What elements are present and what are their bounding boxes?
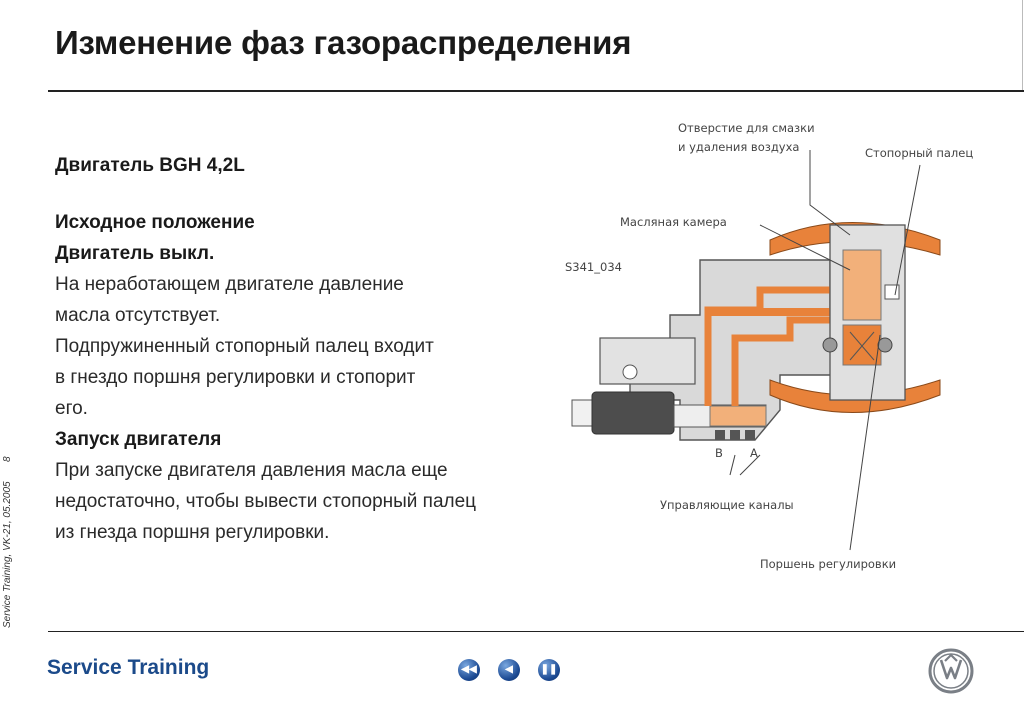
back-icon: ◀ <box>505 664 513 675</box>
text-line: При запуске двигателя давления масла еще <box>55 460 448 481</box>
label-lock-pin: Стопорный палец <box>865 146 974 160</box>
diagram-drawing <box>571 150 941 551</box>
title-divider <box>48 90 1024 92</box>
rewind-icon: ◀◀ <box>461 664 477 675</box>
first-button[interactable]: ◀◀ <box>458 659 480 681</box>
text-line: Подпружиненный стопорный палец входит <box>55 336 434 357</box>
pause-icon: ❚❚ <box>540 664 558 675</box>
footer-divider <box>48 631 1024 632</box>
header-edge <box>1022 0 1023 90</box>
text-line: из гнезда поршня регулировки. <box>55 522 330 543</box>
camshaft-adjuster-diagram: Отверстие для смазки и удаления воздуха … <box>560 110 990 590</box>
prev-button[interactable]: ◀ <box>498 659 520 681</box>
label-oil-chamber: Масляная камера <box>620 215 727 229</box>
label-piston: Поршень регулировки <box>760 557 897 571</box>
label-channel-a: A <box>750 446 758 460</box>
diagram-code: S341_034 <box>565 260 622 274</box>
pause-button[interactable]: ❚❚ <box>538 659 560 681</box>
label-control-channels: Управляющие каналы <box>660 498 794 512</box>
text-line: недостаточно, чтобы вывести стопорный па… <box>55 491 477 512</box>
text-line: Запуск двигателя <box>55 429 222 450</box>
text-line: Двигатель выкл. <box>55 243 215 264</box>
text-line: На неработающем двигателе давление <box>55 274 404 295</box>
footer-brand: Service Training <box>47 656 210 679</box>
text-line: в гнездо поршня регулировки и стопорит <box>55 367 416 388</box>
content-text: Двигатель BGH 4,2L Исходное положение Дв… <box>55 155 565 548</box>
text-line: его. <box>55 398 88 419</box>
vw-logo <box>928 648 974 694</box>
text-line: масла отсутствует. <box>55 305 221 326</box>
label-channel-b: B <box>715 446 723 460</box>
label-oil-hole-2: и удаления воздуха <box>678 140 800 154</box>
engine-heading: Двигатель BGH 4,2L <box>55 155 245 176</box>
label-oil-hole-1: Отверстие для смазки <box>678 121 815 135</box>
page-title: Изменение фаз газораспределения <box>55 24 632 61</box>
vertical-footer-text: Service Training, VK-21, 05.2005 <box>2 481 13 628</box>
text-line: Исходное положение <box>55 212 255 233</box>
